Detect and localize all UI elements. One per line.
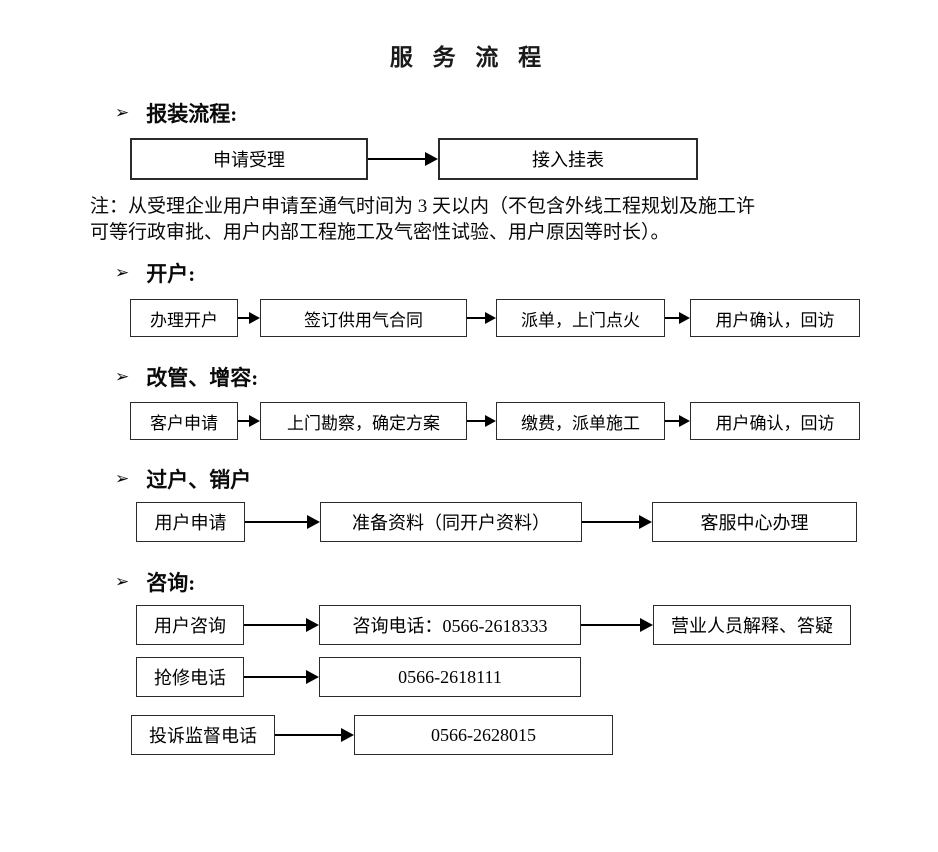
flow-box-user-confirm-callback: 用户确认，回访 <box>690 402 860 440</box>
arrow-head <box>485 415 496 427</box>
flow-box-repair-phone-label: 抢修电话 <box>136 657 244 697</box>
arrow-shaft <box>238 420 251 422</box>
section-header-transfer-cancel: ➢ 过户、销户 <box>115 464 938 494</box>
flow-row-transfer-cancel: 用户申请 准备资料（同开户资料） 客服中心办理 <box>136 502 938 542</box>
flow-arrow-icon <box>665 415 690 427</box>
section-heading-label: 改管、增容: <box>146 366 259 390</box>
flow-box-complaint-phone-label: 投诉监督电话 <box>131 715 275 755</box>
arrow-head <box>425 152 438 166</box>
flow-box-inquiry-hotline: 咨询电话：0566-2618333 <box>319 605 581 645</box>
arrow-shaft <box>368 158 427 160</box>
arrow-shaft <box>665 317 681 319</box>
arrow-head <box>679 312 690 324</box>
flow-arrow-icon <box>467 415 496 427</box>
arrow-head <box>307 515 320 529</box>
flow-row-modify-expand: 客户申请 上门勘察，确定方案 缴费，派单施工 用户确认，回访 <box>130 402 938 440</box>
flow-row-complaint-phone: 投诉监督电话 0566-2628015 <box>131 715 938 755</box>
arrow-shaft <box>245 521 309 523</box>
flow-arrow-icon <box>244 618 319 632</box>
flow-arrow-icon <box>581 618 653 632</box>
section-header-modify-expand: ➢ 改管、增容: <box>115 362 938 392</box>
flow-row-repair-phone: 抢修电话 0566-2618111 <box>136 657 938 697</box>
note-line-1: 注：从受理企业用户申请至通气时间为 3 天以内（不包含外线工程规划及施工许 <box>90 196 756 217</box>
arrow-shaft <box>244 624 308 626</box>
arrow-head <box>639 515 652 529</box>
flow-box-prepare-materials: 准备资料（同开户资料） <box>320 502 582 542</box>
note-line-2: 可等行政审批、用户内部工程施工及气密性试验、用户原因等时长）。 <box>90 222 670 243</box>
arrow-shaft <box>244 676 308 678</box>
arrow-head <box>249 415 260 427</box>
page-title: 服 务 流 程 <box>389 45 549 70</box>
flow-arrow-icon <box>275 728 354 742</box>
flow-box-user-confirm-callback: 用户确认，回访 <box>690 299 860 337</box>
arrow-shaft <box>581 624 642 626</box>
arrow-head <box>306 618 319 632</box>
arrow-head <box>306 670 319 684</box>
arrowhead-bullet-icon: ➢ <box>115 262 130 283</box>
arrow-shaft <box>238 317 251 319</box>
flow-arrow-icon <box>467 312 496 324</box>
flow-row-install: 申请受理 接入挂表 <box>130 138 938 180</box>
arrowhead-bullet-icon: ➢ <box>115 571 130 592</box>
flow-box-application-accept: 申请受理 <box>130 138 368 180</box>
section-heading-label: 报装流程: <box>146 102 238 126</box>
arrow-shaft <box>467 317 487 319</box>
flow-arrow-icon <box>368 152 438 166</box>
section-heading-label: 咨询: <box>146 571 196 595</box>
arrow-head <box>640 618 653 632</box>
flow-arrow-icon <box>665 312 690 324</box>
section-heading-label: 开户: <box>146 262 196 286</box>
arrow-head <box>485 312 496 324</box>
section-header-install: ➢ 报装流程: <box>115 98 938 128</box>
flow-box-dispatch-ignite: 派单，上门点火 <box>496 299 665 337</box>
flow-box-user-apply: 用户申请 <box>136 502 245 542</box>
flow-box-staff-answer: 营业人员解释、答疑 <box>653 605 851 645</box>
flow-box-user-inquiry: 用户咨询 <box>136 605 244 645</box>
flow-box-customer-apply: 客户申请 <box>130 402 238 440</box>
flow-arrow-icon <box>582 515 652 529</box>
flow-box-sign-contract: 签订供用气合同 <box>260 299 467 337</box>
section-heading-label: 过户、销户 <box>146 468 252 492</box>
flow-box-open-account: 办理开户 <box>130 299 238 337</box>
flow-box-connect-meter: 接入挂表 <box>438 138 698 180</box>
arrow-shaft <box>275 734 343 736</box>
arrow-head <box>679 415 690 427</box>
flow-row-inquiry: 用户咨询 咨询电话：0566-2618333 营业人员解释、答疑 <box>136 605 938 645</box>
arrowhead-bullet-icon: ➢ <box>115 468 130 489</box>
flow-arrow-icon <box>244 670 319 684</box>
section-header-inquiry: ➢ 咨询: <box>115 567 938 597</box>
flow-box-service-center: 客服中心办理 <box>652 502 857 542</box>
arrow-shaft <box>665 420 681 422</box>
flow-arrow-icon <box>245 515 320 529</box>
arrow-shaft <box>582 521 641 523</box>
section-header-open-account: ➢ 开户: <box>115 258 938 288</box>
flow-box-complaint-phone-number: 0566-2628015 <box>354 715 613 755</box>
flow-box-pay-dispatch-construct: 缴费，派单施工 <box>496 402 665 440</box>
flow-box-site-survey-plan: 上门勘察，确定方案 <box>260 402 467 440</box>
arrowhead-bullet-icon: ➢ <box>115 102 130 123</box>
arrowhead-bullet-icon: ➢ <box>115 366 130 387</box>
arrow-shaft <box>467 420 487 422</box>
content: ➢ 报装流程: 申请受理 接入挂表 注：从受理企业用户申请至通气时间为 3 天以… <box>0 98 938 755</box>
arrow-head <box>249 312 260 324</box>
flow-arrow-icon <box>238 415 260 427</box>
flow-box-repair-phone-number: 0566-2618111 <box>319 657 581 697</box>
flow-row-open-account: 办理开户 签订供用气合同 派单，上门点火 用户确认，回访 <box>130 299 938 337</box>
note-text: 注：从受理企业用户申请至通气时间为 3 天以内（不包含外线工程规划及施工许 可等… <box>90 194 938 246</box>
flow-arrow-icon <box>238 312 260 324</box>
arrow-head <box>341 728 354 742</box>
